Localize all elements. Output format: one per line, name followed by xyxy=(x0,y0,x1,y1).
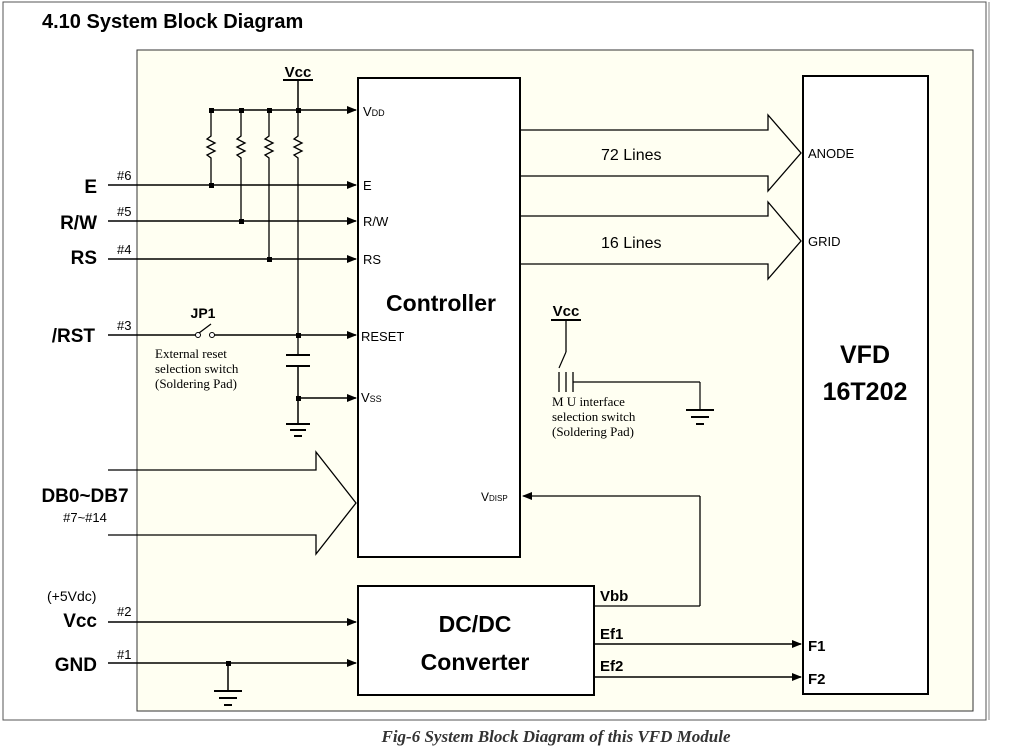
iface-switch-lever xyxy=(558,351,567,369)
jp1-label: JP1 xyxy=(191,305,216,321)
pin-rs: #4 xyxy=(117,242,131,257)
jp1-pad-right xyxy=(209,332,215,338)
dcdc-subtitle: Converter xyxy=(421,649,530,675)
signal-rw-name: R/W xyxy=(60,213,97,234)
pin-label-vdisp: VDISP xyxy=(481,490,508,504)
iface-vcc-label: Vcc xyxy=(553,303,580,320)
controller-block xyxy=(357,77,521,558)
signal-gnd-name: GND xyxy=(55,655,97,676)
iface-ground-symbol xyxy=(686,409,714,425)
pin-db: #7~#14 xyxy=(63,510,107,525)
dcdc-out-vbb: Vbb xyxy=(600,588,628,605)
vfd-title: VFD xyxy=(840,341,890,369)
dcdc-out-ef1: Ef1 xyxy=(600,626,623,643)
figure-caption: Fig-6 System Block Diagram of this VFD M… xyxy=(381,727,731,746)
vcc-top-label: Vcc xyxy=(285,64,312,81)
vfd-pin-anode: ANODE xyxy=(808,146,855,161)
jp1-pad-left xyxy=(195,332,201,338)
vfd-model: 16T202 xyxy=(823,378,908,406)
vfd-pin-f1: F1 xyxy=(808,638,826,655)
grid-bus-label: 16 Lines xyxy=(601,235,662,252)
pin-label-vdd: VDD xyxy=(363,104,385,119)
iface-note-line1: M U interface xyxy=(552,394,625,409)
vss-ground-symbol xyxy=(286,423,310,437)
gnd-ground-symbol xyxy=(214,690,242,706)
iface-note-line2: selection switch xyxy=(552,409,636,424)
pin-label-rw: R/W xyxy=(363,214,389,229)
pin-label-rs: RS xyxy=(363,252,381,267)
pullup-resistors xyxy=(205,110,304,355)
signal-vcc-name: Vcc xyxy=(63,611,97,632)
pin-label-e: E xyxy=(363,178,372,193)
vfd-pin-f2: F2 xyxy=(808,671,826,688)
dcdc-block xyxy=(357,585,595,696)
pin-label-vss: VSS xyxy=(361,390,382,405)
data-bus-arrow xyxy=(108,450,357,556)
anode-bus-label: 72 Lines xyxy=(601,147,662,164)
jp1-lever xyxy=(198,323,212,334)
pin-rw: #5 xyxy=(117,204,131,219)
page-frame xyxy=(2,1,987,721)
signal-rst-name: /RST xyxy=(52,326,96,347)
iface-note-line3: (Soldering Pad) xyxy=(552,424,634,439)
supply-note: (+5Vdc) xyxy=(47,588,96,604)
pin-rst: #3 xyxy=(117,318,131,333)
pin-label-reset: RESET xyxy=(361,329,404,344)
anode-bus-arrow xyxy=(521,113,802,193)
vfd-pin-grid: GRID xyxy=(808,234,841,249)
signal-rs-name: RS xyxy=(71,248,97,269)
pin-vcc: #2 xyxy=(117,604,131,619)
controller-title: Controller xyxy=(386,290,496,316)
signal-e-name: E xyxy=(84,177,97,198)
section-heading: 4.10 System Block Diagram xyxy=(42,11,303,33)
vfd-block xyxy=(802,75,929,695)
dcdc-title: DC/DC xyxy=(439,611,512,637)
signal-db-name: DB0~DB7 xyxy=(41,486,128,507)
jp1-note-line2: selection switch xyxy=(155,361,239,376)
grid-bus-arrow xyxy=(521,200,802,281)
dcdc-out-ef2: Ef2 xyxy=(600,658,623,675)
jp1-note-line1: External reset xyxy=(155,346,227,361)
jp1-note-line3: (Soldering Pad) xyxy=(155,376,237,391)
pin-gnd: #1 xyxy=(117,647,131,662)
pin-e: #6 xyxy=(117,168,131,183)
